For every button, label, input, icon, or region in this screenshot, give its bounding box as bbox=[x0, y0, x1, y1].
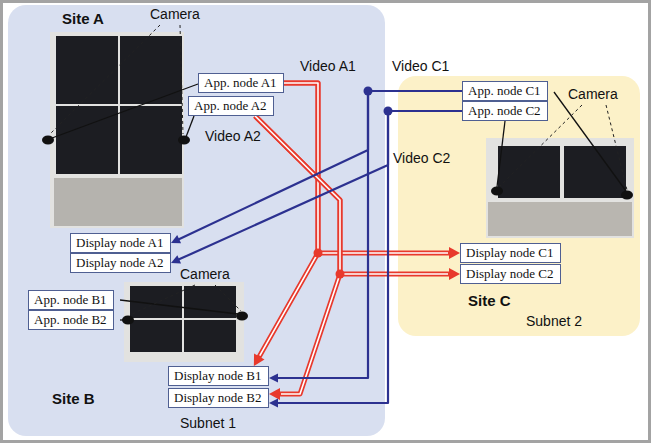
site-c-photo bbox=[486, 138, 634, 238]
node-box: Display node B1 bbox=[168, 366, 269, 386]
camera-wire bbox=[120, 300, 238, 314]
node-box: App. node C2 bbox=[462, 101, 548, 121]
desk bbox=[54, 178, 182, 226]
stream-label: Video C2 bbox=[393, 150, 450, 166]
node-label: App. node C1 bbox=[468, 83, 541, 99]
node-label: Display node C1 bbox=[466, 245, 553, 261]
node-box: Display node C2 bbox=[460, 264, 561, 284]
node-label: Display node C2 bbox=[466, 266, 553, 282]
leader-line bbox=[130, 285, 195, 315]
photo-ground bbox=[124, 282, 244, 362]
node-label: App. node B2 bbox=[34, 312, 107, 328]
node-box: Display node C1 bbox=[460, 243, 561, 263]
node-box: Display node A1 bbox=[70, 233, 171, 253]
camera-icon bbox=[178, 136, 190, 145]
node-label: App. node C2 bbox=[468, 103, 541, 119]
camera-icon bbox=[621, 191, 633, 200]
camera-label: Camera bbox=[568, 86, 618, 102]
monitor-screen bbox=[564, 146, 626, 198]
leader-line bbox=[50, 25, 160, 134]
node-box: Display node B2 bbox=[168, 388, 269, 408]
site-a-photo bbox=[50, 32, 184, 228]
photo-ground bbox=[50, 32, 184, 228]
region-label: Site A bbox=[62, 10, 104, 28]
junction-dot bbox=[384, 107, 393, 116]
node-box: App. node C1 bbox=[462, 81, 548, 101]
monitor-screen bbox=[120, 106, 182, 174]
node-label: Display node B1 bbox=[174, 368, 261, 384]
monitor-screen bbox=[56, 106, 118, 174]
node-box: App. node A1 bbox=[198, 73, 284, 93]
stream-label: Video A1 bbox=[300, 58, 356, 74]
monitor-screen bbox=[56, 36, 118, 104]
node-label: App. node A2 bbox=[194, 98, 267, 114]
junction-dot bbox=[336, 270, 345, 279]
leader-line bbox=[215, 285, 241, 311]
camera-icon bbox=[42, 136, 54, 145]
node-label: Display node A1 bbox=[76, 235, 163, 251]
node-label: Display node B2 bbox=[174, 390, 261, 406]
camera-label: Camera bbox=[180, 266, 230, 282]
node-box: Display node A2 bbox=[70, 253, 171, 273]
desk bbox=[488, 202, 632, 236]
region-label: Subnet 1 bbox=[180, 414, 236, 432]
node-box: App. node A2 bbox=[188, 96, 274, 116]
monitor-screen bbox=[184, 320, 236, 352]
node-box: App. node B1 bbox=[28, 290, 114, 310]
stream-label: Video C1 bbox=[392, 58, 449, 74]
region-label: Site B bbox=[52, 390, 95, 408]
camera-icon bbox=[491, 187, 503, 196]
region-label: Site C bbox=[468, 292, 511, 310]
site-b-photo bbox=[124, 282, 244, 362]
node-label: App. node A1 bbox=[204, 75, 277, 91]
stream-label: Video A2 bbox=[205, 128, 261, 144]
photo-ground bbox=[486, 138, 634, 238]
leader-line bbox=[180, 25, 183, 134]
junction-dot bbox=[364, 87, 373, 96]
monitor-screen bbox=[498, 146, 560, 198]
monitor-screen bbox=[130, 320, 182, 352]
node-label: Display node A2 bbox=[76, 255, 163, 271]
node-label: App. node B1 bbox=[34, 292, 107, 308]
camera-label: Camera bbox=[150, 6, 200, 22]
camera-icon bbox=[236, 312, 248, 321]
camera-icon bbox=[122, 316, 134, 325]
region-label: Subnet 2 bbox=[526, 312, 582, 330]
junction-dot bbox=[314, 249, 323, 258]
node-box: App. node B2 bbox=[28, 310, 114, 330]
